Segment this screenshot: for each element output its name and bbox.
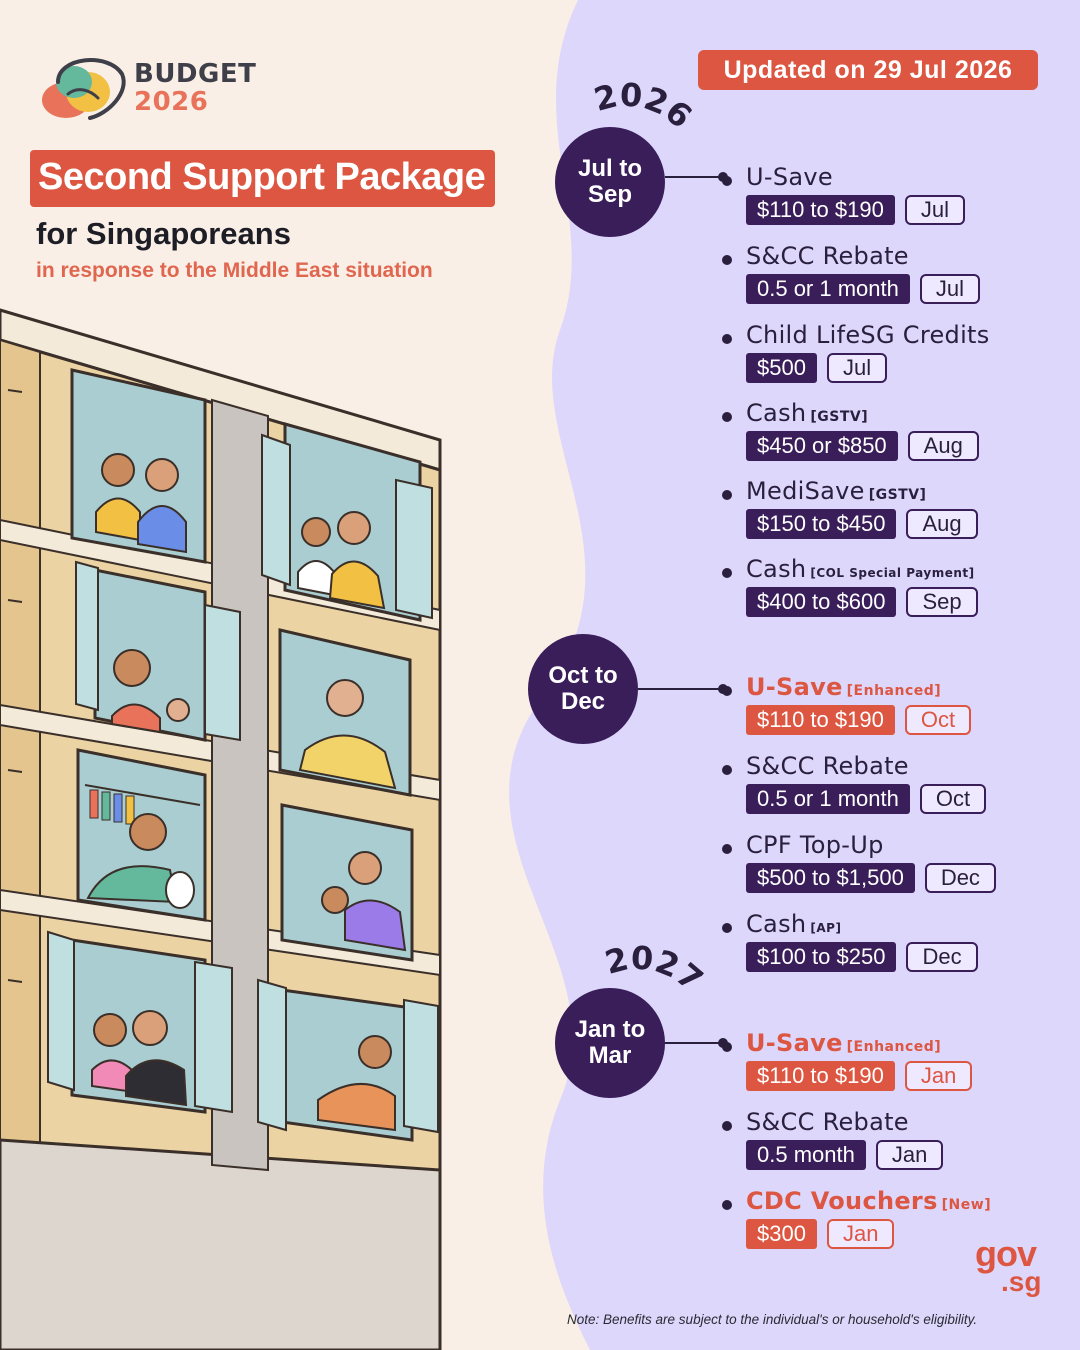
budget-logo-icon: [42, 58, 126, 120]
govsg-logo: gov .sg: [975, 1233, 1042, 1297]
benefit-tag: [GSTV]: [868, 487, 927, 503]
bullet: [722, 334, 732, 344]
benefit-tag: [New]: [941, 1197, 992, 1213]
bullet: [722, 1042, 732, 1052]
period-connector: [665, 1038, 728, 1048]
period-label: Jan to Mar: [574, 1016, 646, 1069]
benefit-tag: [AP]: [810, 921, 842, 935]
benefit-tag: [COL Special Payment]: [810, 566, 975, 580]
bullet: [722, 568, 732, 578]
period-connector: [638, 684, 728, 694]
page-subline: in response to the Middle East situation: [36, 259, 433, 282]
benefit-month: Jul: [904, 195, 965, 225]
benefit-title: U-Save[Enhanced]: [746, 673, 942, 701]
benefit-amount: 0.5 or 1 month: [746, 274, 910, 304]
benefit-month: Jan: [904, 1061, 973, 1091]
benefit-amount: $400 to $600: [746, 587, 897, 617]
eligibility-note: Note: Benefits are subject to the indivi…: [567, 1312, 978, 1327]
period-circle-oct-dec: Oct to Dec: [528, 634, 638, 744]
benefit-month: Sep: [906, 587, 978, 617]
benefit-amount: $500: [746, 353, 817, 383]
bullet: [722, 686, 732, 696]
benefit-tag: [Enhanced]: [846, 1039, 942, 1055]
logo-text: BUDGET 2026: [134, 60, 256, 116]
page-title: Second Support Package: [30, 150, 496, 207]
benefit-amount: 0.5 or 1 month: [746, 784, 910, 814]
benefit-month: Dec: [924, 863, 996, 893]
period-label: Oct to Dec: [548, 662, 618, 715]
benefit-month: Oct: [919, 784, 987, 814]
bullet: [722, 412, 732, 422]
benefit-month: Aug: [906, 509, 978, 539]
benefit-tag: [GSTV]: [810, 409, 869, 425]
year-label-2026: 2026: [590, 76, 699, 136]
benefit-month: Oct: [904, 705, 972, 735]
bullet: [722, 765, 732, 775]
benefit-tag: [Enhanced]: [846, 683, 942, 699]
benefit-title: S&CC Rebate: [746, 1108, 909, 1136]
bullet: [722, 176, 732, 186]
benefit-title: S&CC Rebate: [746, 242, 909, 270]
logo-line2: 2026: [134, 87, 209, 117]
benefit-title: U-Save: [746, 163, 833, 191]
bullet: [722, 1121, 732, 1131]
benefit-title: Cash[COL Special Payment]: [746, 555, 975, 583]
period-circle-jul-sep: Jul to Sep: [555, 127, 665, 237]
period-connector: [665, 172, 728, 182]
benefit-title: CDC Vouchers[New]: [746, 1187, 992, 1215]
hdb-building-illustration: [0, 308, 442, 1350]
benefit-amount: $110 to $190: [746, 195, 895, 225]
benefit-month: Jul: [919, 274, 980, 304]
benefit-month: Jan: [826, 1219, 895, 1249]
govsg-line2: .sg: [1001, 1266, 1042, 1297]
bullet: [722, 844, 732, 854]
benefit-amount: $100 to $250: [746, 942, 897, 972]
benefit-amount: $500 to $1,500: [746, 863, 915, 893]
benefit-amount: $110 to $190: [746, 705, 895, 735]
benefit-title: Child LifeSG Credits: [746, 321, 990, 349]
benefit-amount: $450 or $850: [746, 431, 898, 461]
period-circle-jan-mar: Jan to Mar: [555, 988, 665, 1098]
benefit-title: MediSave[GSTV]: [746, 477, 927, 505]
bullet: [722, 1200, 732, 1210]
benefit-month: Aug: [907, 431, 979, 461]
benefit-amount: 0.5 month: [746, 1140, 866, 1170]
benefit-title: U-Save[Enhanced]: [746, 1029, 942, 1057]
benefit-month: Dec: [906, 942, 978, 972]
updated-badge: Updated on 29 Jul 2026: [698, 50, 1038, 90]
period-label: Jul to Sep: [578, 155, 642, 208]
bullet: [722, 490, 732, 500]
benefit-month: Jul: [826, 353, 888, 383]
benefit-amount: $110 to $190: [746, 1061, 895, 1091]
govsg-line1: gov: [975, 1233, 1037, 1274]
page-subtitle: for Singaporeans: [36, 216, 291, 251]
benefit-amount: $300: [746, 1219, 817, 1249]
benefit-title: CPF Top-Up: [746, 831, 884, 859]
bullet: [722, 255, 732, 265]
benefit-title: Cash[GSTV]: [746, 399, 869, 427]
benefit-title: S&CC Rebate: [746, 752, 909, 780]
bullet: [722, 923, 732, 933]
logo-line1: BUDGET: [134, 59, 257, 89]
benefit-amount: $150 to $450: [746, 509, 897, 539]
benefit-month: Jan: [875, 1140, 944, 1170]
benefit-title: Cash[AP]: [746, 910, 842, 938]
